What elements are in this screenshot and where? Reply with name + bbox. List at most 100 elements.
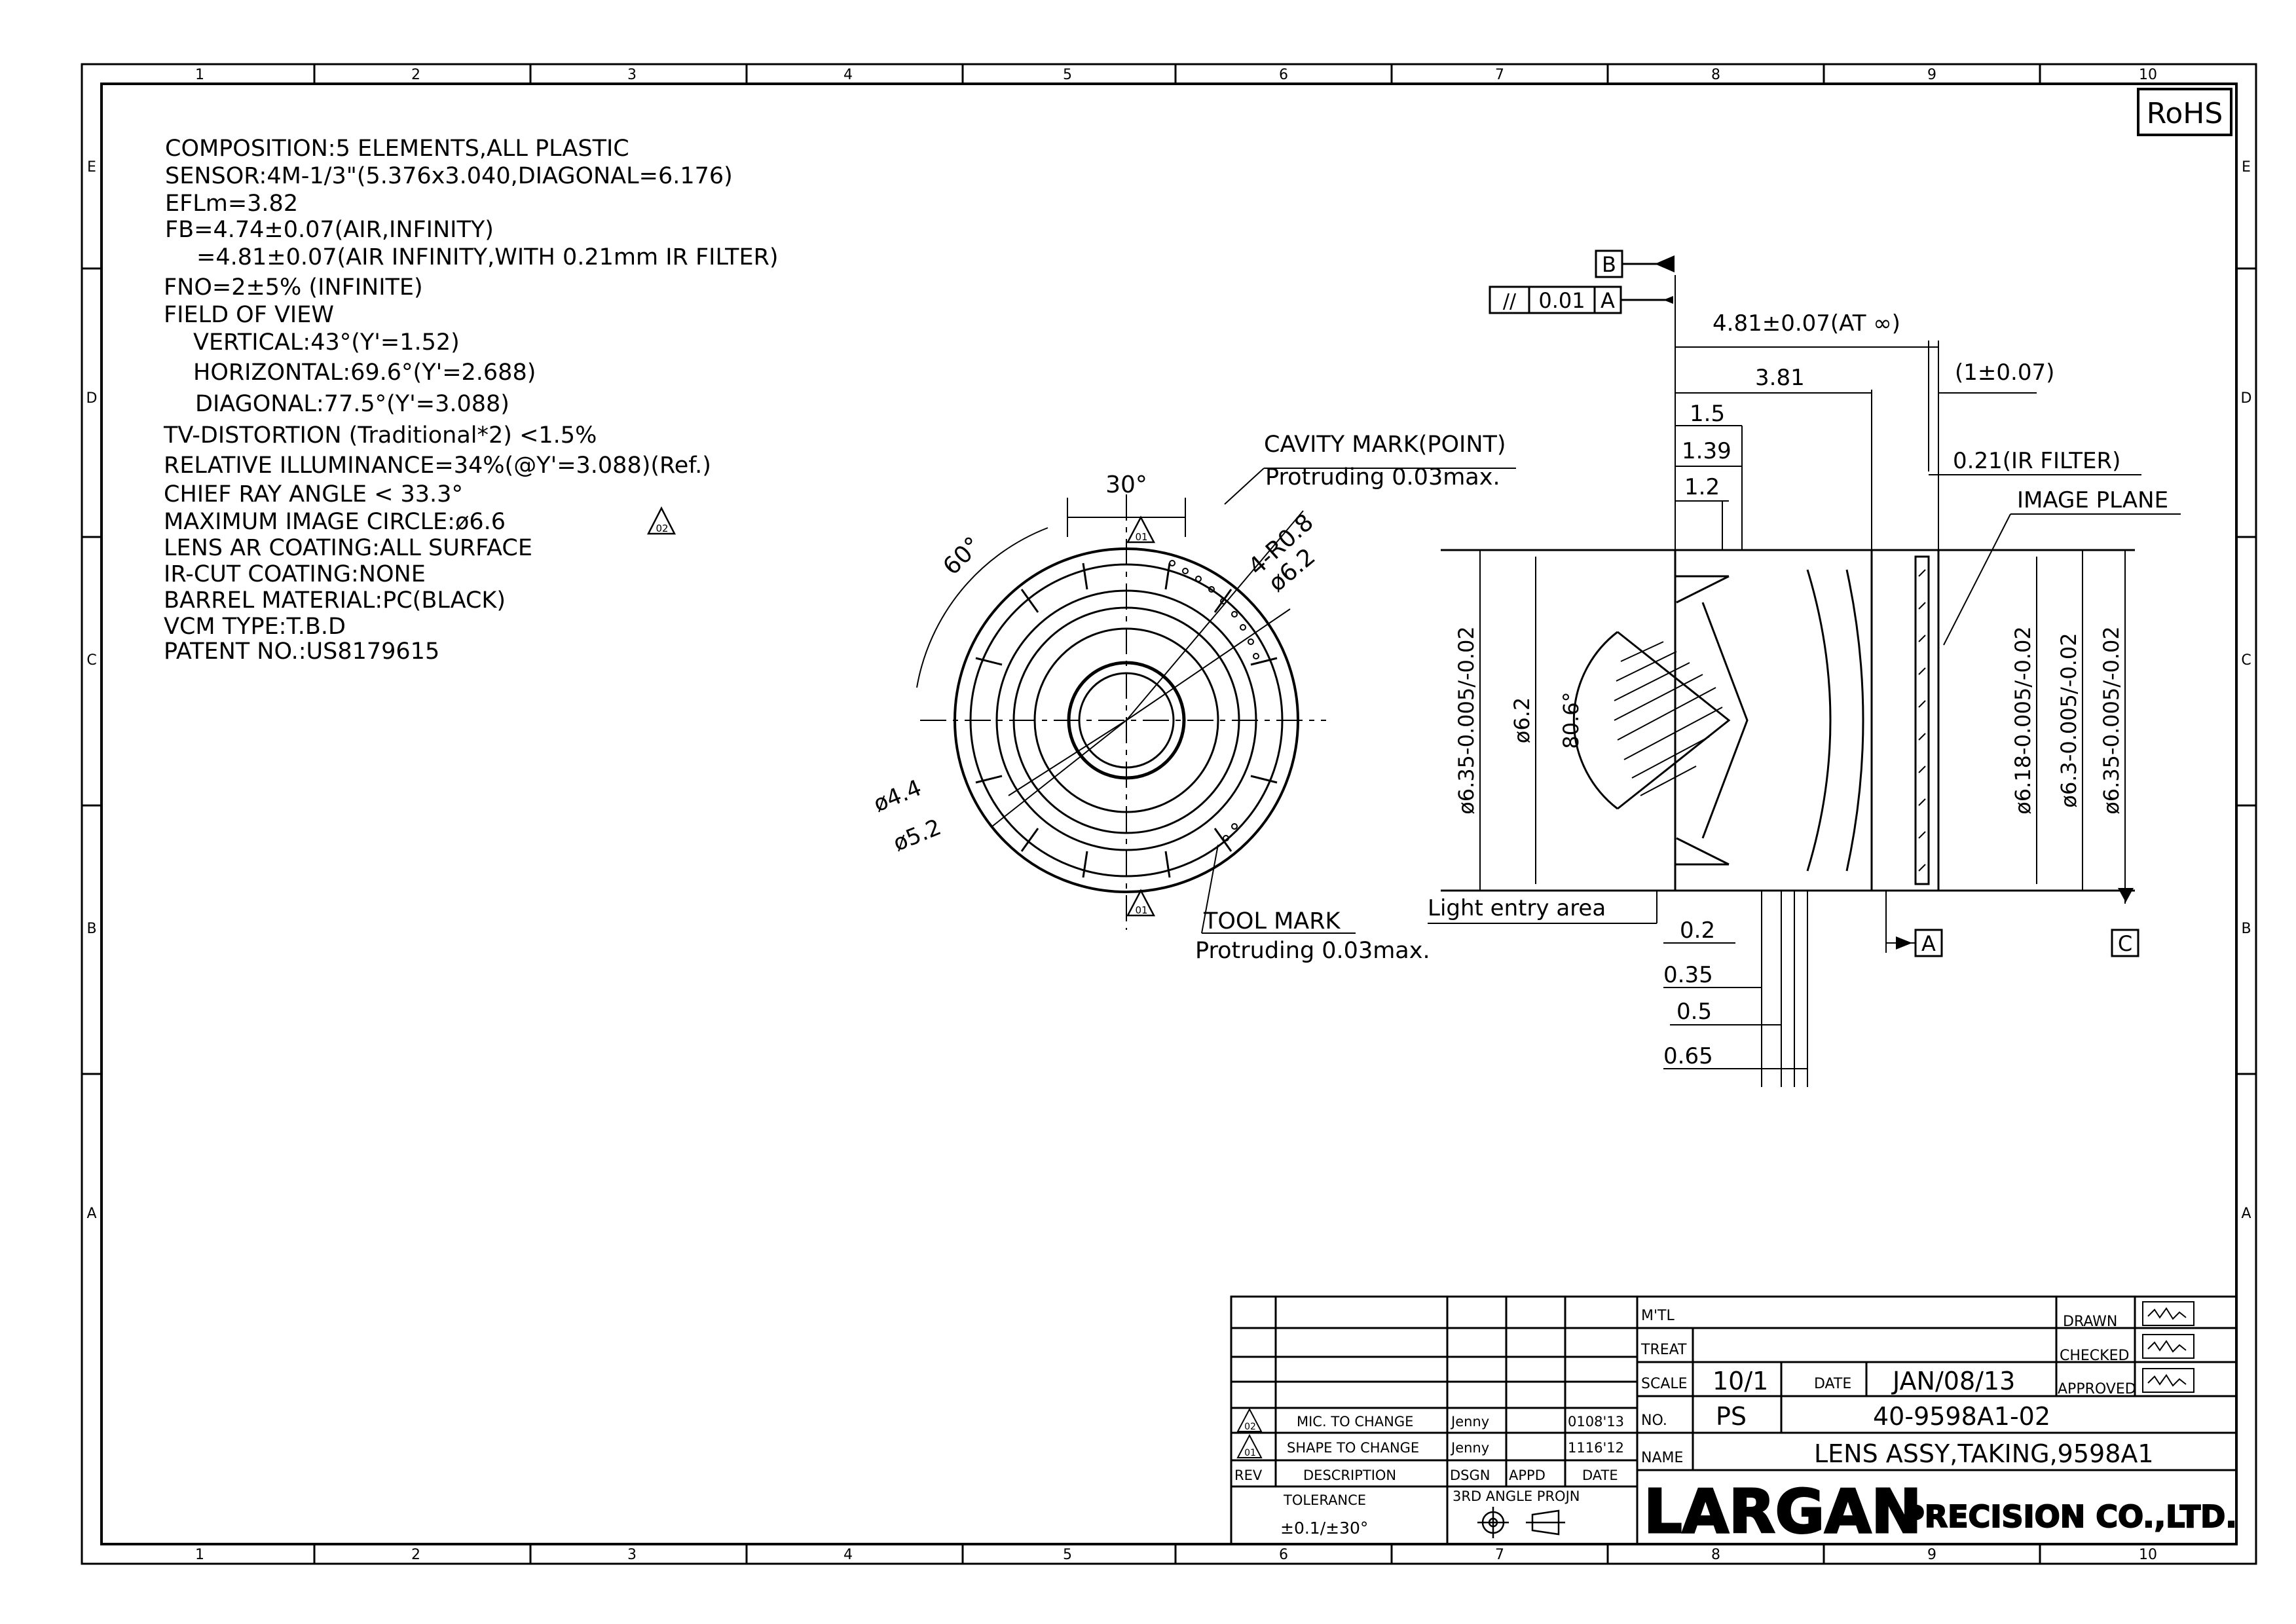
svg-text:SHAPE TO CHANGE: SHAPE TO CHANGE xyxy=(1287,1440,1419,1456)
tb-hdr-appd: APPD xyxy=(1509,1467,1546,1483)
spec-line: VCM TYPE:T.B.D xyxy=(164,614,346,640)
col-number-top: 9 xyxy=(1927,67,1936,83)
col-number-top: 2 xyxy=(411,67,420,83)
spec-notes: COMPOSITION:5 ELEMENTS,ALL PLASTIC SENSO… xyxy=(163,136,779,665)
svg-text:01: 01 xyxy=(1135,904,1147,916)
dim-065: 0.65 xyxy=(1663,1043,1713,1069)
spec-line: =4.81±0.07(AIR INFINITY,WITH 0.21mm IR F… xyxy=(196,244,779,270)
front-view-slots xyxy=(975,563,1278,878)
spec-line: BARREL MATERIAL:PC(BLACK) xyxy=(164,587,506,614)
svg-text:MIC. TO CHANGE: MIC. TO CHANGE xyxy=(1297,1414,1413,1430)
col-number-bottom: 5 xyxy=(1063,1547,1072,1563)
side-view-body xyxy=(1441,549,2135,892)
dia-62-side: ø6.2 xyxy=(1509,697,1534,743)
spec-line: MAXIMUM IMAGE CIRCLE:ø6.6 xyxy=(164,509,506,535)
svg-text:02: 02 xyxy=(656,523,668,534)
cavity-mark-title: CAVITY MARK(POINT) xyxy=(1264,432,1506,458)
dim-139: 1.39 xyxy=(1682,438,1731,464)
svg-text:PRECISION CO.,LTD.: PRECISION CO.,LTD. xyxy=(1902,1499,2237,1534)
tb-hdr-desc: DESCRIPTION xyxy=(1303,1467,1396,1483)
dim-12: 1.2 xyxy=(1684,474,1720,500)
row-letter-left: D xyxy=(86,390,98,407)
col-number-bottom: 6 xyxy=(1279,1547,1288,1563)
revision-triangle-02: 02 xyxy=(646,506,676,535)
svg-text:B: B xyxy=(1602,252,1616,277)
spec-line: CHIEF RAY ANGLE < 33.3° xyxy=(164,481,463,507)
row-letter-left: A xyxy=(86,1206,96,1222)
dim-1pm007: (1±0.07) xyxy=(1955,360,2054,386)
col-number-bottom: 9 xyxy=(1927,1547,1936,1563)
spec-line: COMPOSITION:5 ELEMENTS,ALL PLASTIC xyxy=(165,136,629,162)
col-number-top: 8 xyxy=(1711,67,1720,83)
ir-filter-label: 0.21(IR FILTER) xyxy=(1953,448,2120,474)
svg-text:C: C xyxy=(2118,931,2132,956)
dim-381: 3.81 xyxy=(1755,365,1805,391)
spec-line: FB=4.74±0.07(AIR,INFINITY) xyxy=(165,217,494,243)
cavity-mark-subtitle: Protruding 0.03max. xyxy=(1265,464,1500,490)
datum-c-box: C xyxy=(2111,929,2139,957)
tool-mark-title: TOOL MARK xyxy=(1203,908,1341,934)
spec-line: LENS AR COATING:ALL SURFACE xyxy=(164,535,532,561)
col-number-bottom: 10 xyxy=(2139,1547,2157,1563)
tb-drawing-no: 40-9598A1-02 xyxy=(1873,1402,2050,1431)
angle-60-label: 60° xyxy=(938,532,986,580)
spec-line: HORIZONTAL:69.6°(Y'=2.688) xyxy=(193,360,536,386)
svg-text:RoHS: RoHS xyxy=(2147,97,2223,130)
spec-line: SENSOR:4M-1/3"(5.376x3.040,DIAGONAL=6.17… xyxy=(165,163,733,189)
tb-hdr-date: DATE xyxy=(1582,1467,1618,1483)
tb-treat-label: TREAT xyxy=(1640,1342,1687,1358)
tb-hdr-rev: REV xyxy=(1234,1467,1263,1483)
tb-scale-label: SCALE xyxy=(1641,1376,1688,1392)
col-number-bottom: 2 xyxy=(411,1547,420,1563)
tb-name-value: LENS ASSY,TAKING,9598A1 xyxy=(1814,1439,2154,1468)
revision-row-01: 01 SHAPE TO CHANGE Jenny 1116'12 xyxy=(1236,1433,1624,1458)
dia-635-left: ø6.35-0.005/-0.02 xyxy=(1454,626,1479,815)
spec-line: RELATIVE ILLUMINANCE=34%(@Y'=3.088)(Ref.… xyxy=(164,452,711,479)
svg-text:1116'12: 1116'12 xyxy=(1568,1440,1624,1456)
col-number-bottom: 7 xyxy=(1495,1547,1504,1563)
light-entry-label: Light entry area xyxy=(1428,895,1606,921)
col-number-bottom: 1 xyxy=(195,1547,204,1563)
dia-618: ø6.18-0.005/-0.02 xyxy=(2010,626,2035,815)
side-view-hatch xyxy=(1614,569,1926,872)
tb-drawn-label: DRAWN xyxy=(2063,1314,2117,1330)
svg-text:01: 01 xyxy=(1244,1448,1256,1458)
rohs-mark: RoHS xyxy=(2137,88,2232,136)
spec-line: PATENT NO.:US8179615 xyxy=(164,638,439,665)
tb-tolerance-label: TOLERANCE xyxy=(1283,1492,1366,1508)
row-letter-right: B xyxy=(2241,921,2251,937)
dia-635-right: ø6.35-0.005/-0.02 xyxy=(2099,626,2124,815)
dia-52-label: ø5.2 xyxy=(889,814,944,857)
svg-text:0108'13: 0108'13 xyxy=(1568,1414,1624,1430)
datum-a-box: A xyxy=(1914,929,1943,957)
spec-line: TV-DISTORTION (Traditional*2) <1.5% xyxy=(163,422,597,449)
tb-hdr-dsgn: DSGN xyxy=(1450,1467,1490,1483)
svg-text:02: 02 xyxy=(1244,1422,1256,1432)
tb-scale-value: 10/1 xyxy=(1713,1367,1768,1395)
angle-806: 80.6° xyxy=(1559,692,1583,748)
front-view: 30° 60° 4-R0.8 ø6.2 ø4.4 ø5.2 01 01 CAVI… xyxy=(870,432,1516,964)
tb-date-value: JAN/08/13 xyxy=(1891,1367,2015,1395)
side-view-dimension-lines xyxy=(1428,275,2181,1087)
row-letter-right: A xyxy=(2241,1206,2251,1222)
dim-481: 4.81±0.07(AT ∞) xyxy=(1713,310,1900,337)
frame-column-dividers xyxy=(82,64,2256,1564)
col-number-top: 5 xyxy=(1063,67,1072,83)
image-plane-label: IMAGE PLANE xyxy=(2017,487,2168,513)
spec-line: FIELD OF VIEW xyxy=(164,302,334,328)
front-view-leaders xyxy=(916,468,1516,934)
svg-text:LARGAN: LARGAN xyxy=(1644,1477,1921,1547)
third-angle-projection-icon xyxy=(1477,1507,1565,1538)
dia-63: ø6.3-0.005/-0.02 xyxy=(2056,633,2081,807)
company-logo: LARGAN PRECISION CO.,LTD. xyxy=(1643,1476,2238,1548)
revision-triangle-01-top: 01 xyxy=(1126,515,1156,544)
row-letter-right: D xyxy=(2241,390,2252,407)
col-number-bottom: 4 xyxy=(843,1547,853,1563)
spec-line: EFLm=3.82 xyxy=(165,191,298,217)
svg-text:30°: 30° xyxy=(1105,471,1147,498)
row-letter-right: C xyxy=(2241,652,2251,669)
signature-stamps xyxy=(2142,1301,2194,1393)
row-letter-left: B xyxy=(86,921,96,937)
spec-line: VERTICAL:43°(Y'=1.52) xyxy=(193,329,460,356)
